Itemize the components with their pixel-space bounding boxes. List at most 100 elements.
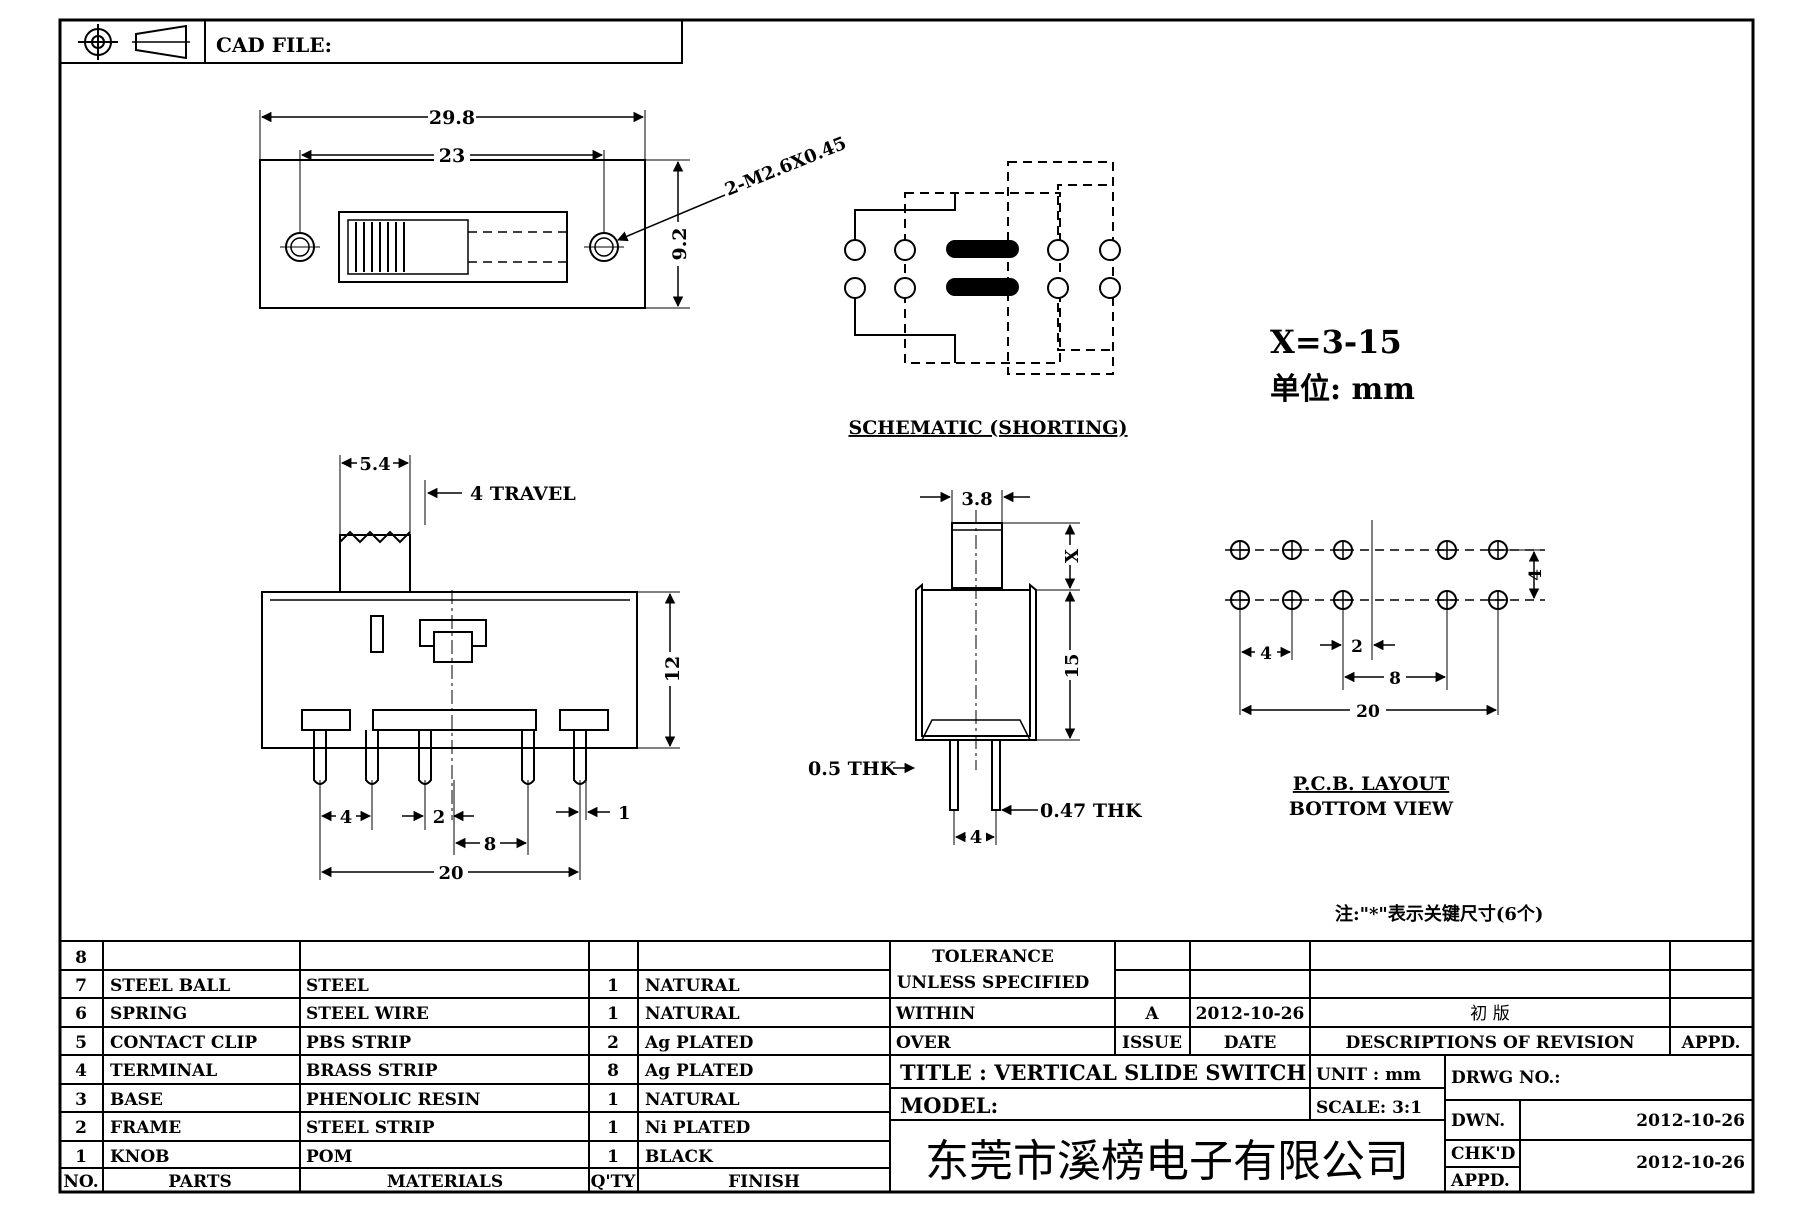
bom-finish: Ag PLATED (644, 1061, 754, 1081)
sheet-border (58, 18, 1755, 1194)
scale-field: SCALE: 3:1 (1316, 1098, 1422, 1118)
unit-note: 单位: mm (1270, 372, 1415, 407)
company-name: 东莞市溪榜电子有限公司 (925, 1137, 1409, 1186)
dim-pitch-b: 2 (433, 807, 446, 828)
dim-end-height: 15 (1062, 653, 1083, 678)
dim-hole-pitch: 23 (439, 145, 465, 167)
bom-no: 3 (75, 1090, 87, 1110)
revision-date-value: 2012-10-26 (1196, 1004, 1305, 1024)
bom-header-finish: FINISH (728, 1172, 800, 1192)
tolerance-within: WITHIN (895, 1004, 975, 1024)
bom-part: BASE (110, 1090, 163, 1110)
end-view: 3.8 X 15 0.5 THK 0.47 THK 4 (808, 489, 1143, 848)
dim-overall-length: 29.8 (429, 107, 475, 129)
bom-table: 8 7 STEEL BALL STEEL 1 NATURAL 6 SPRING … (60, 940, 1753, 1192)
dim-height: 9.2 (669, 227, 691, 260)
bom-no: 7 (75, 976, 87, 996)
bom-qty: 1 (607, 1004, 619, 1024)
tolerance-title: TOLERANCE (932, 947, 1054, 967)
bom-material: STEEL (306, 976, 369, 996)
footnote: 注:"*"表示关键尺寸(6个) (1335, 903, 1543, 925)
bom-part: FRAME (110, 1118, 181, 1138)
dwn-label: DWN. (1451, 1111, 1505, 1131)
bom-no: 5 (75, 1033, 87, 1053)
dim-knob-width: 5.4 (359, 454, 390, 475)
pin-thk-label: 0.47 THK (1040, 800, 1143, 822)
drwg-no-field: DRWG NO.: (1451, 1068, 1561, 1088)
bom-header-materials: MATERIALS (387, 1172, 503, 1192)
bom-qty: 1 (607, 1118, 619, 1138)
dim-span: 20 (438, 863, 463, 884)
model-field: MODEL: (900, 1093, 998, 1118)
bom-qty: 1 (607, 1090, 619, 1110)
bom-material: PHENOLIC RESIN (306, 1090, 480, 1110)
dim-body-height: 12 (662, 656, 684, 682)
dim-pin-width: 1 (618, 803, 631, 824)
pcb-caption: P.C.B. LAYOUT (1293, 773, 1449, 795)
chkd-date: 2012-10-26 (1636, 1153, 1745, 1173)
bom-qty: 1 (607, 976, 619, 996)
schematic-caption: SCHEMATIC (SHORTING) (848, 417, 1127, 439)
bom-material: PBS STRIP (306, 1033, 411, 1053)
bom-qty: 8 (607, 1061, 619, 1081)
travel-label: 4 TRAVEL (470, 483, 576, 505)
dim-x: X (1062, 549, 1083, 563)
bom-no: 6 (75, 1004, 87, 1024)
revision-issue-value: A (1144, 1004, 1159, 1024)
dim-pitch-c: 8 (484, 834, 497, 855)
bom-part: STEEL BALL (110, 976, 230, 996)
cad-file-label: CAD FILE: (216, 33, 332, 57)
pcb-dim-c: 8 (1389, 669, 1401, 689)
bom-material: POM (306, 1147, 353, 1167)
projection-crosshair-icon (78, 24, 118, 60)
revision-issue-header: ISSUE (1122, 1033, 1182, 1053)
unit-field: UNIT : mm (1316, 1065, 1421, 1085)
revision-desc-header: DESCRIPTIONS OF REVISION (1345, 1033, 1634, 1053)
pcb-dim-b: 2 (1351, 637, 1363, 657)
bom-header-qty: Q'TY (591, 1172, 637, 1192)
bom-finish: NATURAL (645, 976, 740, 996)
bom-part: SPRING (110, 1004, 187, 1024)
bom-header-no: NO. (63, 1172, 98, 1192)
x-range-note: X=3-15 (1270, 323, 1402, 361)
bom-qty: 1 (607, 1147, 619, 1167)
projection-cone-icon (132, 24, 190, 60)
dim-pitch-a: 4 (340, 807, 353, 828)
side-view: 5.4 4 TRAVEL 12 4 2 8 1 20 (261, 452, 684, 884)
bom-part: KNOB (110, 1147, 170, 1167)
bom-no: 2 (75, 1118, 87, 1138)
bom-qty: 2 (607, 1033, 619, 1053)
frame-thk-label: 0.5 THK (808, 758, 898, 780)
schematic-diagram: SCHEMATIC (SHORTING) (844, 161, 1128, 439)
pcb-dim-a: 4 (1260, 644, 1272, 664)
bom-part: TERMINAL (110, 1061, 217, 1081)
bom-material: BRASS STRIP (306, 1061, 438, 1081)
bom-finish: NATURAL (645, 1090, 740, 1110)
bom-finish: Ni PLATED (645, 1118, 751, 1138)
bom-finish: BLACK (645, 1147, 714, 1167)
chkd-label: CHK'D (1451, 1144, 1516, 1164)
dim-row-pitch: 4 (1526, 569, 1546, 581)
bom-material: STEEL STRIP (306, 1118, 435, 1138)
header-box: CAD FILE: (59, 19, 683, 64)
bom-no: 8 (75, 948, 87, 968)
tolerance-sub: UNLESS SPECIFIED (897, 973, 1090, 993)
bom-finish: Ag PLATED (644, 1033, 754, 1053)
screw-note: 2-M2.6X0.45 (722, 133, 850, 201)
top-view: 29.8 23 9.2 2-M2.6X0.45 (259, 104, 850, 309)
bom-no: 4 (75, 1061, 87, 1081)
title-block: TOLERANCE UNLESS SPECIFIED WITHIN OVER A… (890, 941, 1753, 1192)
revision-desc-value: 初 版 (1470, 1004, 1509, 1024)
tolerance-over: OVER (896, 1033, 952, 1053)
bom-material: STEEL WIRE (306, 1004, 429, 1024)
bom-part: CONTACT CLIP (110, 1033, 257, 1053)
appd-label: APPD. (1450, 1171, 1510, 1191)
bom-header-parts: PARTS (168, 1172, 232, 1192)
pcb-dim-span: 20 (1356, 702, 1380, 722)
bom-finish: NATURAL (645, 1004, 740, 1024)
dim-knob-end: 3.8 (961, 489, 992, 510)
dwn-date: 2012-10-26 (1636, 1111, 1745, 1131)
pcb-subcaption: BOTTOM VIEW (1289, 798, 1454, 820)
dim-end-pitch: 4 (970, 827, 983, 848)
